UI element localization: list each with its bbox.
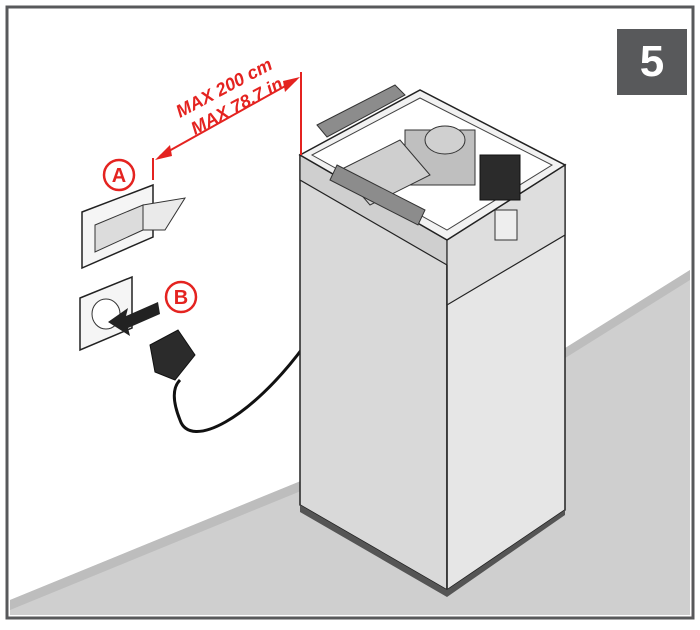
compressor-dome (424, 125, 466, 155)
power-plug (149, 329, 196, 381)
insert-arrow (108, 302, 160, 336)
top-bar-rear (316, 84, 406, 138)
power-cable (172, 344, 307, 433)
callout-b-letter: B (174, 287, 188, 309)
dim-arrow-left (155, 145, 172, 160)
callout-b-circle (164, 280, 198, 314)
cabinet-base (300, 505, 565, 597)
control-panel (494, 209, 518, 241)
dim-arrow-right (283, 77, 300, 92)
breaker-cover (142, 197, 187, 231)
dim-line (159, 79, 297, 157)
condenser (479, 154, 521, 201)
top-bar-front (329, 164, 426, 226)
floor-edge (10, 270, 690, 610)
callout-a-circle (102, 158, 136, 192)
callout-a-letter: A (112, 165, 126, 187)
step-number-badge: 5 (617, 29, 687, 95)
